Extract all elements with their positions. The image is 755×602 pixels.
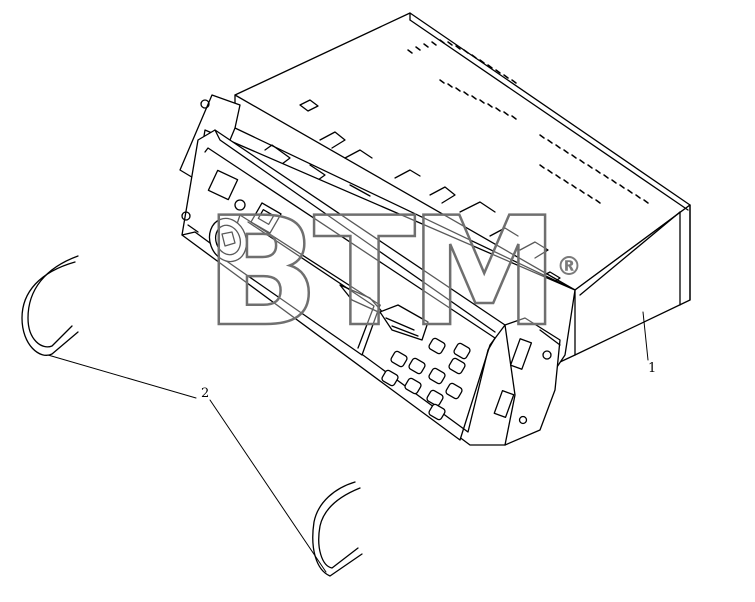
callout-part-2: 2	[201, 386, 210, 401]
left-switches	[207, 169, 282, 234]
callout-part-1: 1	[648, 361, 657, 376]
housing-vent-slots	[407, 39, 649, 204]
volume-knob	[208, 217, 248, 263]
center-button	[379, 304, 429, 341]
brand-watermark: BTM	[204, 186, 560, 360]
keypad-buttons	[381, 337, 471, 421]
removal-key-upper	[21, 255, 79, 356]
leader-lines	[47, 311, 649, 573]
registered-mark: ®	[556, 252, 582, 282]
removal-key-lower	[312, 481, 363, 577]
